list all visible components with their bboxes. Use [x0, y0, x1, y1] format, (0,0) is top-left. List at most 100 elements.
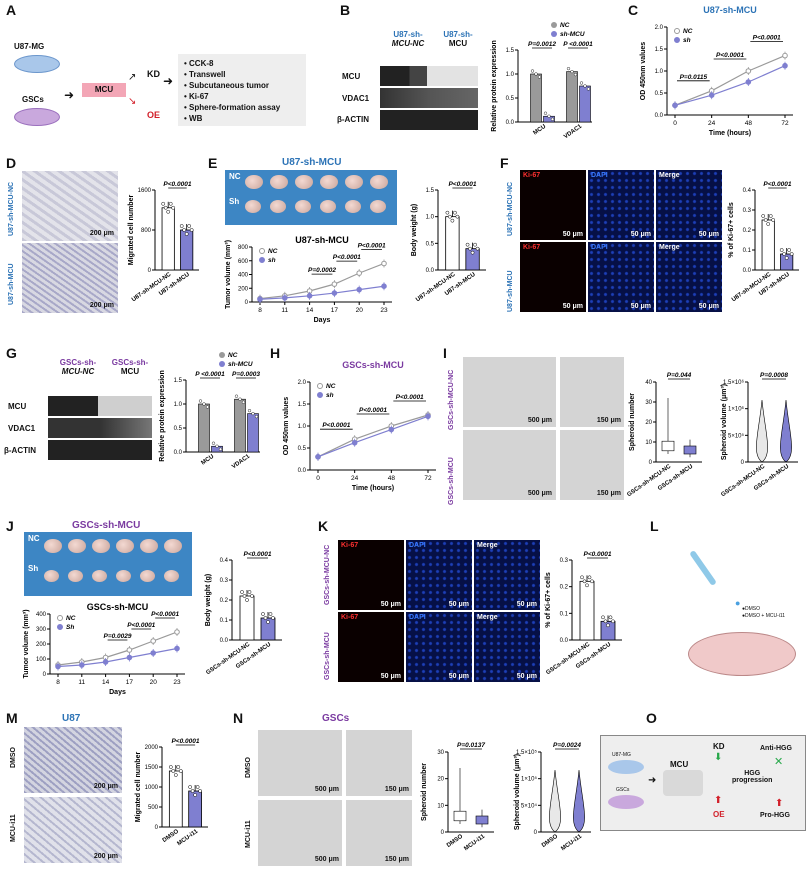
y-tick-label: 0.5 [506, 96, 515, 102]
channel-label: Ki-67 [341, 542, 359, 549]
data-point [240, 590, 244, 594]
arrow-up-right-icon: ↗ [128, 72, 137, 83]
data-point [782, 62, 788, 69]
blot-label-vdac1: VDAC1 [342, 94, 370, 103]
panel-a-assay-box: • CCK-8• Transwell• Subcutaneous tumor• … [178, 54, 306, 126]
tumor-specimen [92, 570, 107, 582]
data-point [195, 785, 200, 789]
p-value-label: P=0.0003 [232, 371, 260, 378]
data-point [171, 205, 176, 210]
x-tick-label: 8 [56, 679, 60, 686]
panel-o-pro: Pro-HGG [760, 812, 790, 819]
y-axis-title: OD 450nm values [283, 397, 290, 455]
y-tick-label: 0.0 [298, 468, 307, 474]
data-point [547, 114, 551, 118]
x-tick-label: 23 [380, 307, 388, 314]
y-tick-label: 800 [141, 228, 152, 234]
scalebar-label: 50 μm [562, 231, 583, 238]
tumor-specimen [345, 200, 361, 213]
x-axis-title: Time (hours) [352, 485, 394, 492]
mitochondria-icon [663, 770, 703, 796]
fluorescence-image: Ki-67 50 μm [520, 170, 586, 240]
p-value-label: P<0.0001 [243, 551, 271, 558]
y-tick-label: 2.0 [298, 380, 307, 386]
legend-label: NC [268, 248, 278, 255]
panel-letter-a: A [6, 2, 17, 18]
channel-label: Ki-67 [523, 172, 541, 179]
panel-m-side-i11: MCU-i11 [10, 814, 17, 842]
legend-label: NC [228, 352, 238, 359]
data-point [580, 575, 584, 580]
x-tick-label: 11 [281, 307, 288, 314]
y-tick-label: 1.0 [506, 72, 515, 78]
tumor-specimen [295, 175, 313, 190]
data-point [356, 270, 362, 276]
bar [247, 413, 259, 453]
tumor-specimen [44, 570, 59, 582]
tumor-label-sh: Sh [28, 564, 39, 573]
micro-image-m1: 200 μm [24, 727, 122, 793]
tumor-specimen [44, 539, 62, 554]
assay-list: • CCK-8• Transwell• Subcutaneous tumor• … [178, 54, 306, 128]
y-tick-label: 10 [437, 803, 444, 809]
panel-letter-c: C [628, 2, 639, 18]
violin [756, 399, 768, 463]
series-line [317, 414, 429, 458]
tumor-specimen [140, 539, 158, 554]
bar [180, 229, 194, 271]
data-point [611, 619, 615, 624]
p-value-label: P<0.0001 [127, 622, 155, 629]
data-point [188, 785, 192, 789]
series-line [57, 647, 178, 668]
data-point [218, 447, 223, 451]
data-point [211, 441, 216, 445]
panel-a-kd: KD [147, 69, 160, 79]
tumor-specimen [345, 175, 363, 190]
x-tick-label: MCU [533, 124, 548, 137]
data-point [582, 579, 587, 584]
micro-image-d1: 200 μm [22, 171, 118, 241]
x-tick-label: DMSO [541, 834, 559, 849]
data-point [205, 405, 210, 409]
data-point [450, 218, 455, 223]
box [475, 815, 489, 825]
panel-j-title: GSCs-sh-MCU [72, 520, 141, 531]
scalebar-label: 500 μm [314, 786, 339, 793]
legend-swatch [57, 615, 63, 621]
blot-image-mcu [380, 66, 478, 86]
micro-image-m2: 200 μm [24, 797, 122, 863]
data-point [245, 598, 249, 602]
legend-swatch [259, 257, 265, 263]
tumor-specimen [245, 200, 261, 213]
blot-image-actin [48, 440, 152, 460]
data-point [672, 102, 678, 109]
data-point [784, 256, 789, 260]
u87-dish-icon [14, 55, 60, 73]
channel-label: Merge [477, 614, 498, 621]
panel-n-side-dmso: DMSO [245, 757, 252, 778]
scalebar-label: 200 μm [89, 230, 114, 237]
y-tick-label: 5×10⁴ [521, 802, 538, 809]
scalebar-label: 50 μm [516, 601, 537, 608]
p-value-label: P=0.0012 [528, 41, 556, 48]
y-axis-title: Relative protein expression [491, 40, 498, 131]
blot-image-actin [380, 110, 478, 130]
legend-swatch [219, 361, 225, 367]
panel-o-gscs: GSCs [616, 787, 630, 793]
blot-image-vdac1 [48, 418, 152, 438]
panel-i-side-nc: GSCs-sh-MCU-NC [448, 369, 455, 430]
x-tick-label: 23 [173, 679, 181, 686]
arrow-right-icon: ➜ [648, 775, 657, 786]
data-point [166, 209, 171, 214]
legend-swatch [674, 37, 680, 43]
data-point [787, 248, 792, 252]
assay-item: • Transwell [184, 70, 226, 79]
